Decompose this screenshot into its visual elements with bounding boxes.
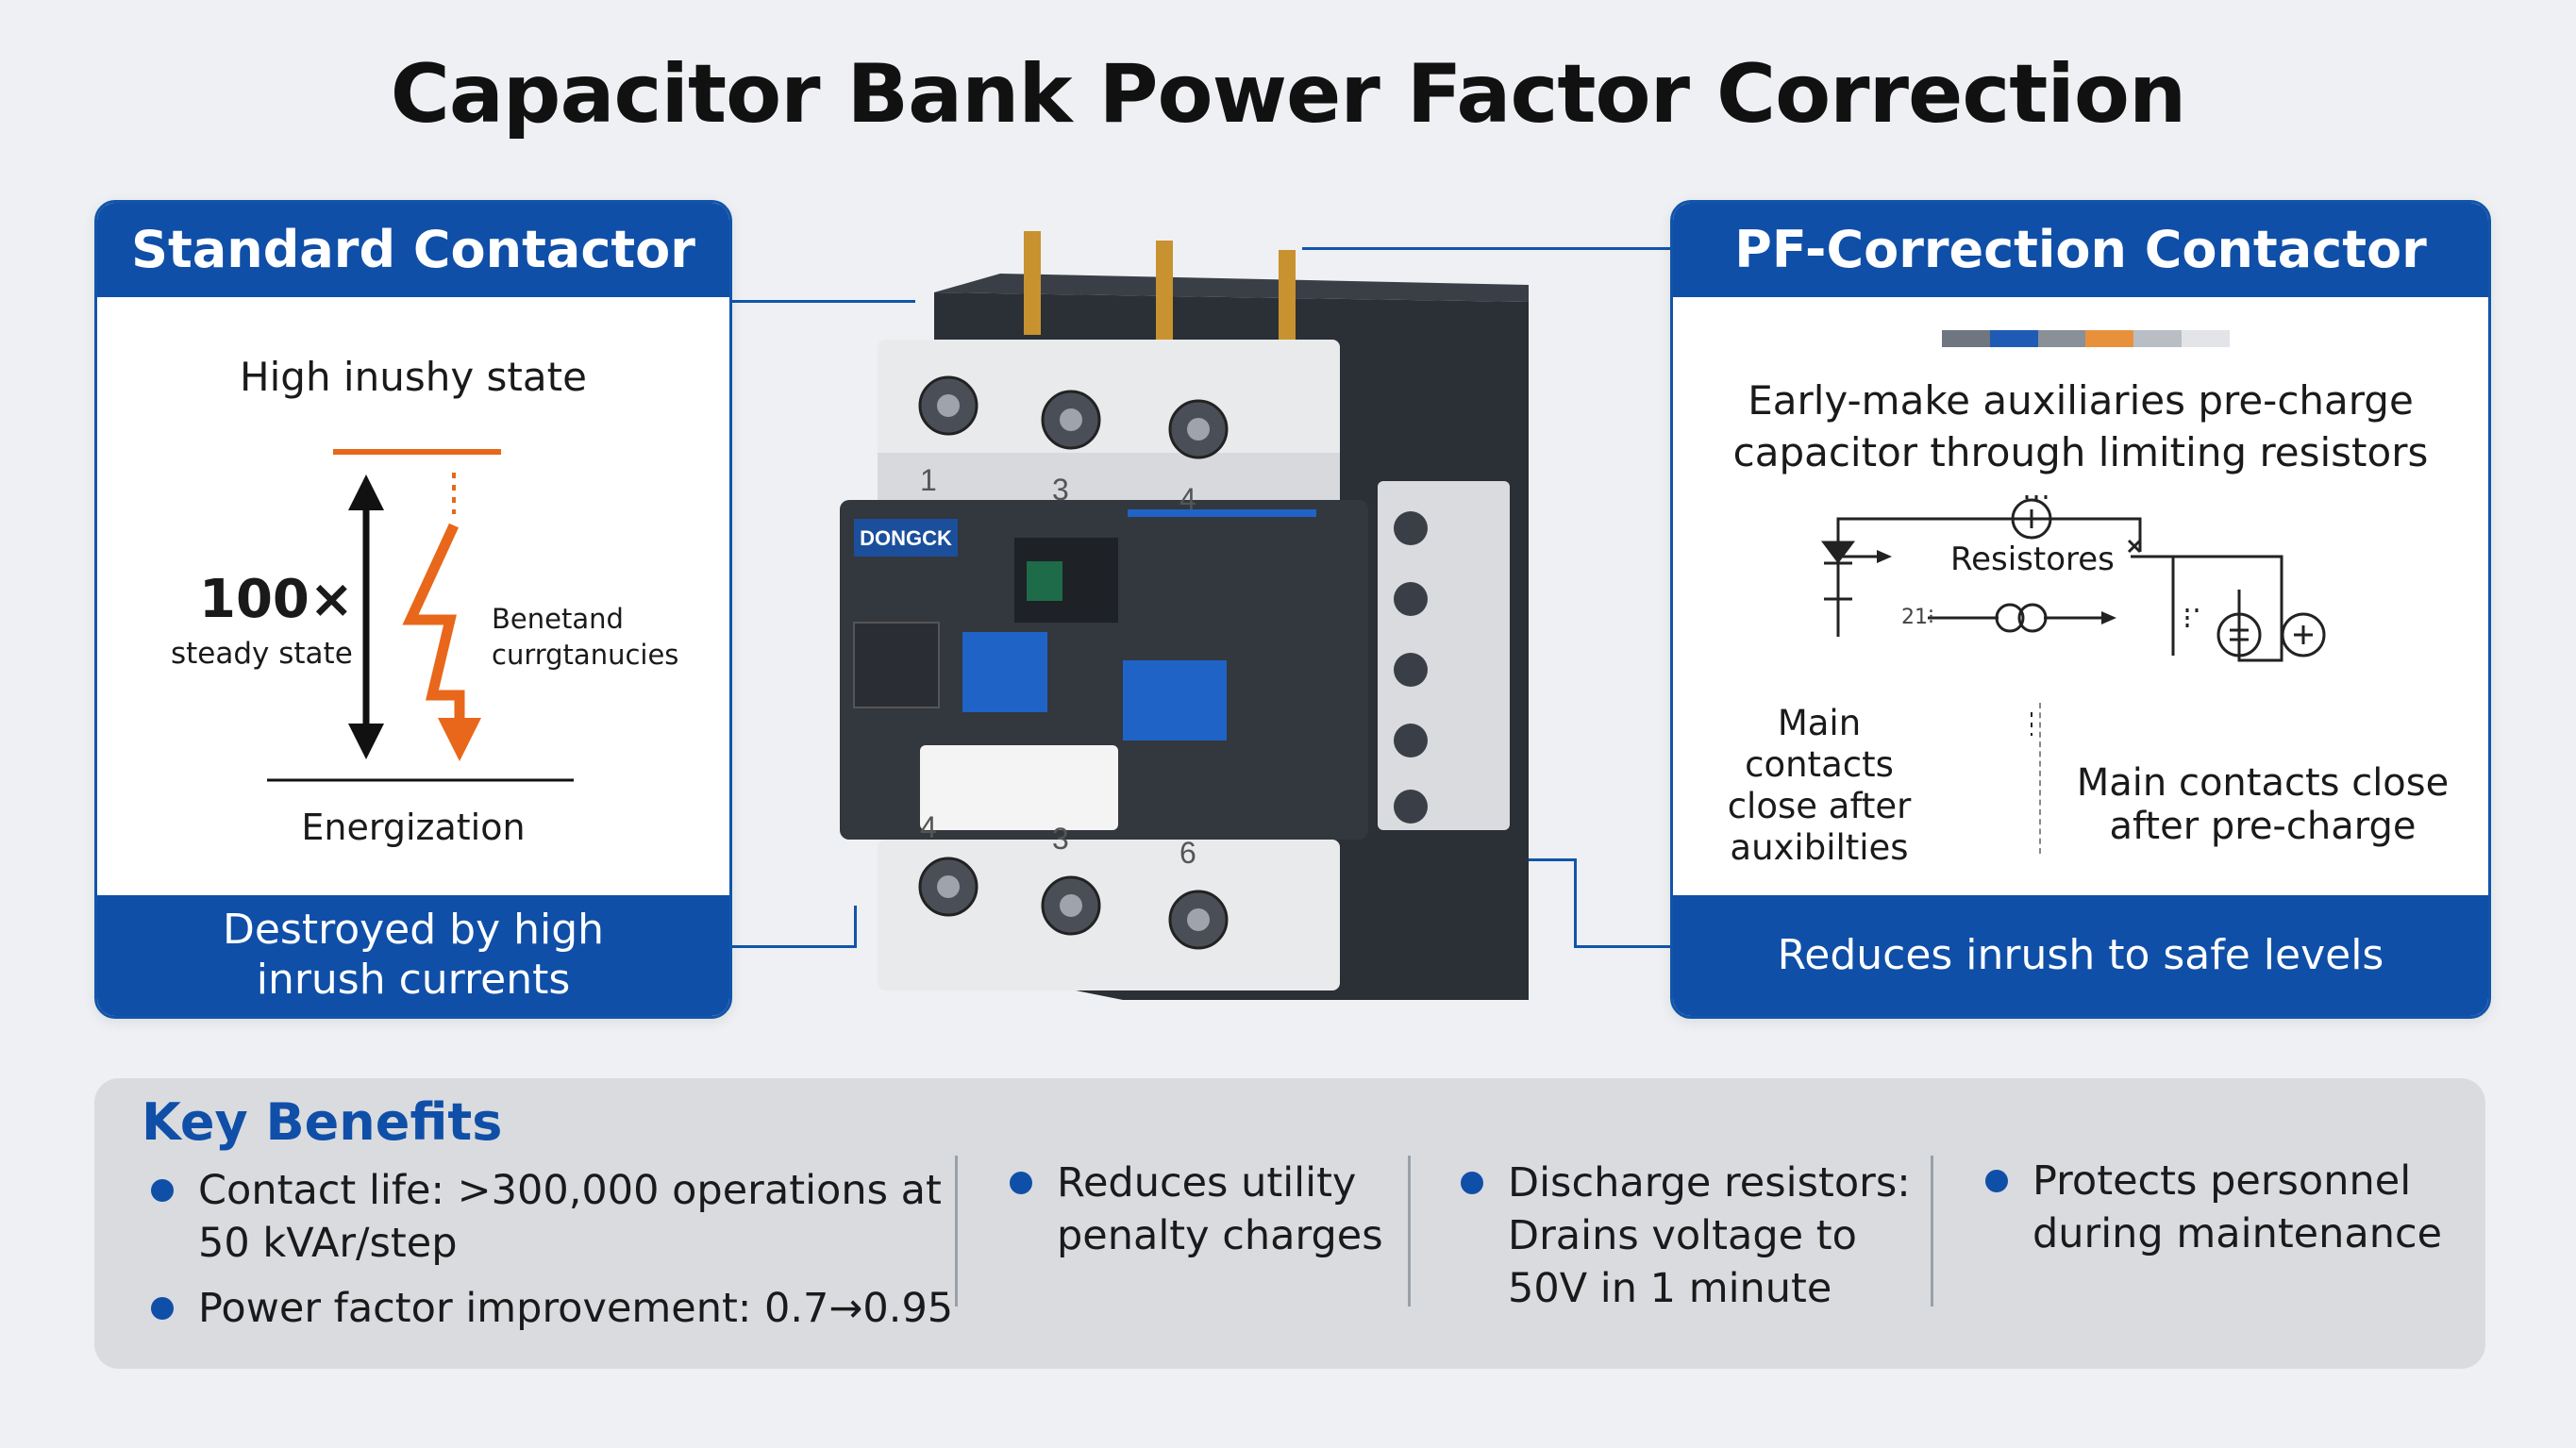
right-note-line-2: after pre-charge (2109, 805, 2417, 848)
copper-pin-2 (1156, 241, 1173, 344)
copper-pin-3 (1279, 250, 1296, 354)
top-terminal-1: 1 (920, 463, 937, 497)
connector-left-bottom (727, 906, 857, 948)
copper-pin-1 (1024, 231, 1041, 335)
white-label-plate (920, 745, 1118, 830)
benefit-protects-line-1: Protects personnel (2032, 1157, 2412, 1205)
key-benefits-title: Key Benefits (142, 1092, 503, 1152)
benefit-utility-penalty: Reduces utility penalty charges (1057, 1157, 1383, 1262)
multiplier-value: 100× (199, 569, 354, 630)
description-line-2: capacitor through limiting resistors (1732, 429, 2429, 475)
benefit-separator (955, 1156, 958, 1307)
aux-screws (1394, 511, 1428, 824)
pf-correction-footer: Reduces inrush to safe levels (1673, 895, 2488, 1016)
brand-text: DONGCK (860, 526, 952, 550)
bottom-terminal-block (878, 840, 1340, 990)
left-note-line-3: auxibilties (1730, 827, 1909, 868)
benefit-power-factor: Power factor improvement: 0.7→0.95 (198, 1282, 953, 1335)
benefit-utility-line-1: Reduces utility (1057, 1159, 1357, 1207)
benefit-contact-life: Contact life: >300,000 operations at 50 … (198, 1164, 942, 1270)
color-strip (1942, 330, 2230, 347)
contactor-illustration: DONGCK 1 3 4 4 3 6 (840, 231, 1529, 1000)
magnitude-arrow-down-head (348, 724, 384, 759)
inrush-diagram (267, 449, 574, 782)
blue-actuator-button (962, 632, 1047, 712)
benefit-discharge-resistors: Discharge resistors: Drains voltage to 5… (1508, 1157, 1911, 1315)
benefit-power-factor-line-1: Power factor improvement: 0.7→0.95 (198, 1285, 954, 1332)
pf-correction-header: PF-Correction Contactor (1673, 203, 2488, 297)
source-symbol (2011, 498, 2052, 540)
right-note: Main contacts close after pre-charge (2055, 761, 2470, 848)
benefit-protects-line-2: during maintenance (2032, 1210, 2443, 1257)
right-note-line-1: Main contacts close (2076, 761, 2450, 805)
surge-bolt-arrowhead (438, 718, 481, 761)
benefit-discharge-line-3: 50V in 1 minute (1508, 1265, 1832, 1312)
surge-bolt-icon (402, 523, 465, 731)
bottom-terminal-4: 4 (920, 810, 937, 844)
magnitude-arrow-up-head (348, 474, 384, 510)
benefit-utility-line-2: penalty charges (1057, 1212, 1383, 1259)
top-terminal-3: 3 (1052, 473, 1069, 507)
steady-state-label: steady state (171, 637, 353, 671)
inductor-coil-1 (1995, 603, 2025, 633)
standard-contactor-header: Standard Contactor (97, 203, 729, 297)
benefit-separator (1408, 1156, 1411, 1307)
inrush-state-label: High inushy state (240, 354, 587, 400)
benefit-contact-life-line-2: 50 kVAr/step (198, 1220, 458, 1267)
key-benefits-section (94, 1078, 2485, 1369)
benefit-contact-life-line-1: Contact life: >300,000 operations at (198, 1167, 942, 1214)
standard-contactor-panel: Standard Contactor High inushy state 100… (94, 200, 732, 1019)
connector-right-bottom-b (1574, 858, 1673, 948)
contactor-top-face (934, 274, 1529, 302)
annotation-line-2: currgtanucies (492, 639, 679, 671)
description-line-1: Early-make auxiliaries pre-charge (1748, 377, 2414, 424)
standard-contactor-footer: Destroyed by high inrush currents (97, 895, 729, 1016)
bottom-terminal-3: 3 (1052, 822, 1069, 856)
annotation-line-1: Benetand (492, 603, 624, 635)
blue-side-panel (1123, 660, 1227, 741)
brand-plate (854, 519, 958, 557)
small-terminal-label: 21⁝ (1901, 606, 1934, 629)
left-note-line-1: Main contacts (1745, 703, 1894, 785)
benefit-discharge-line-1: Discharge resistors: (1508, 1159, 1911, 1207)
bullet-dot (1985, 1170, 2008, 1192)
benefit-protects-personnel: Protects personnel during maintenance (2032, 1155, 2442, 1260)
pf-correction-panel: PF-Correction Contactor Early-make auxil… (1670, 200, 2491, 1019)
energization-label: Energization (301, 807, 526, 848)
note-divider (2039, 703, 2041, 854)
left-note-line-2: close after (1727, 786, 1912, 826)
capacitor-minus-symbol (2216, 612, 2262, 657)
bullet-dot (151, 1297, 174, 1320)
inductor-coil-2 (2017, 603, 2048, 633)
capacitor-plus-symbol (2281, 612, 2326, 657)
benefit-separator (1931, 1156, 1933, 1307)
bottom-terminal-6: 6 (1179, 836, 1196, 870)
connector-left-top (727, 300, 915, 303)
precharge-circuit (1821, 495, 2326, 736)
bullet-dot (1010, 1172, 1032, 1194)
page-title: Capacitor Bank Power Factor Correction (390, 47, 2186, 141)
footer-line-2: inrush currents (256, 956, 571, 1004)
top-terminal-4: 4 (1179, 482, 1196, 516)
benefit-discharge-line-2: Drains voltage to (1508, 1212, 1857, 1259)
footer-line-1: Destroyed by high (222, 906, 605, 955)
left-note: Main contacts close after auxibilties (1701, 703, 1937, 869)
bullet-dot (1461, 1172, 1483, 1194)
connector-right-top (1302, 247, 1670, 250)
resistor-label: Resistores (1950, 541, 2115, 578)
bullet-dot (151, 1179, 174, 1202)
